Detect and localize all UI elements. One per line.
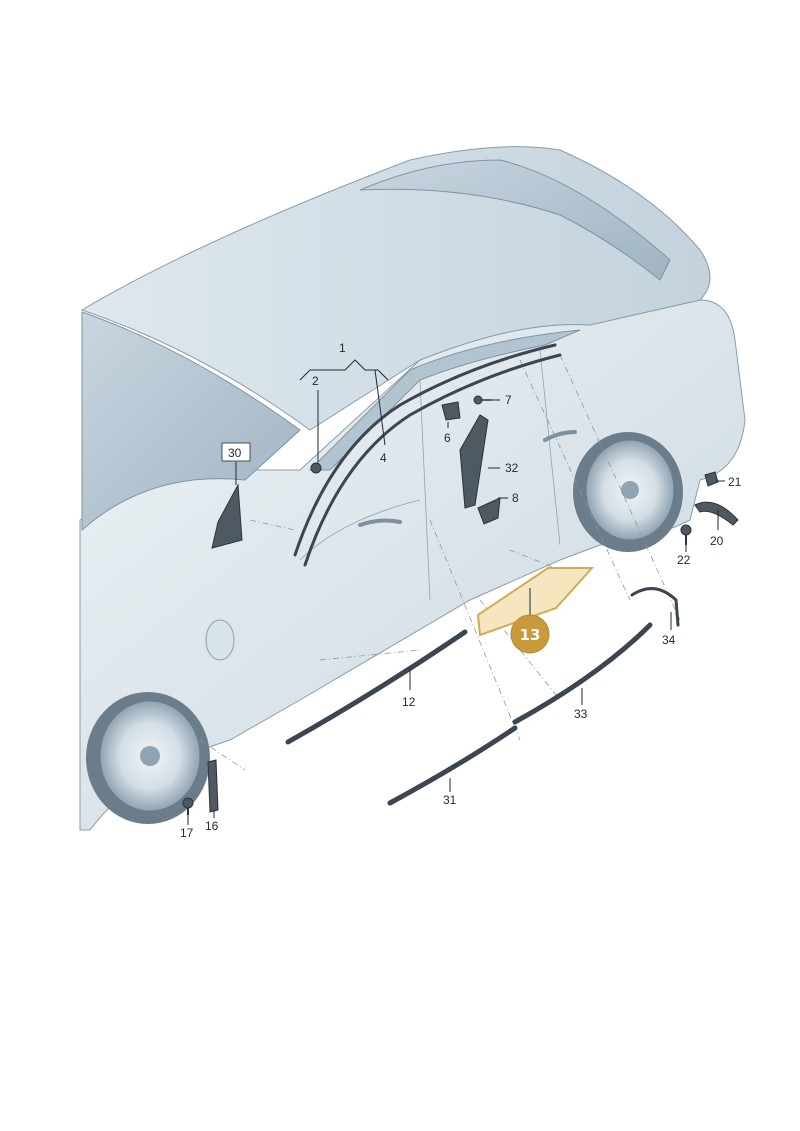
callout-33: 33: [574, 707, 588, 721]
callout-17: 17: [180, 826, 194, 840]
car-body: [79, 146, 746, 831]
part-6-bracket: [441, 401, 461, 421]
part-17-pin: [182, 797, 194, 815]
part-34-strip: [630, 587, 680, 627]
leader-lines: [187, 359, 725, 825]
callout-7: 7: [505, 393, 512, 407]
sunroof-glass: [359, 159, 671, 281]
callout-1: 1: [339, 341, 346, 355]
door-handle-front: [358, 518, 402, 527]
callout-32: 32: [505, 461, 519, 475]
callout-30: 30: [228, 446, 242, 460]
callout-12: 12: [402, 695, 416, 709]
callout-22: 22: [677, 553, 691, 567]
callout-labels: 1 2 4 6 7 32 8 30 21 20 22 34 13 12 33 3…: [180, 341, 742, 840]
part-7-screw: [473, 395, 492, 405]
callout-30-box: 30: [221, 442, 251, 462]
part-21-clip: [704, 471, 719, 487]
windshield: [81, 311, 301, 532]
part-32-pillar-trim: [459, 414, 489, 509]
front-wheel: [86, 692, 210, 824]
part-12-strip: [285, 629, 468, 745]
callout-34: 34: [662, 633, 676, 647]
callout-31: 31: [443, 793, 457, 807]
part-20-bracket: [694, 501, 739, 526]
part-31-strip: [387, 725, 518, 806]
rear-wheel: [573, 432, 683, 552]
door-handle-rear: [543, 430, 577, 442]
callout-2: 2: [312, 374, 319, 388]
callout-21: 21: [728, 475, 742, 489]
part-roof-trim: [293, 343, 562, 567]
callout-16: 16: [205, 819, 219, 833]
callout-20: 20: [710, 534, 724, 548]
callout-8: 8: [512, 491, 519, 505]
side-windows: [308, 329, 581, 471]
car-roof: [80, 146, 711, 431]
part-33-strip: [512, 622, 653, 725]
part-16-rod: [207, 759, 219, 813]
part-30-triangle-trim: [211, 483, 243, 549]
callout-13-badge: 13: [510, 614, 550, 654]
callout-6: 6: [444, 431, 451, 445]
part-13-trim-highlight: [476, 567, 595, 637]
part-8-trim: [477, 497, 501, 525]
callout-13: 13: [520, 626, 541, 644]
part-2-clip: [310, 462, 322, 474]
callout-4: 4: [380, 451, 387, 465]
assembly-lines: [199, 354, 681, 771]
part-22-bolt: [680, 524, 692, 545]
fuel-flap: [205, 619, 235, 661]
